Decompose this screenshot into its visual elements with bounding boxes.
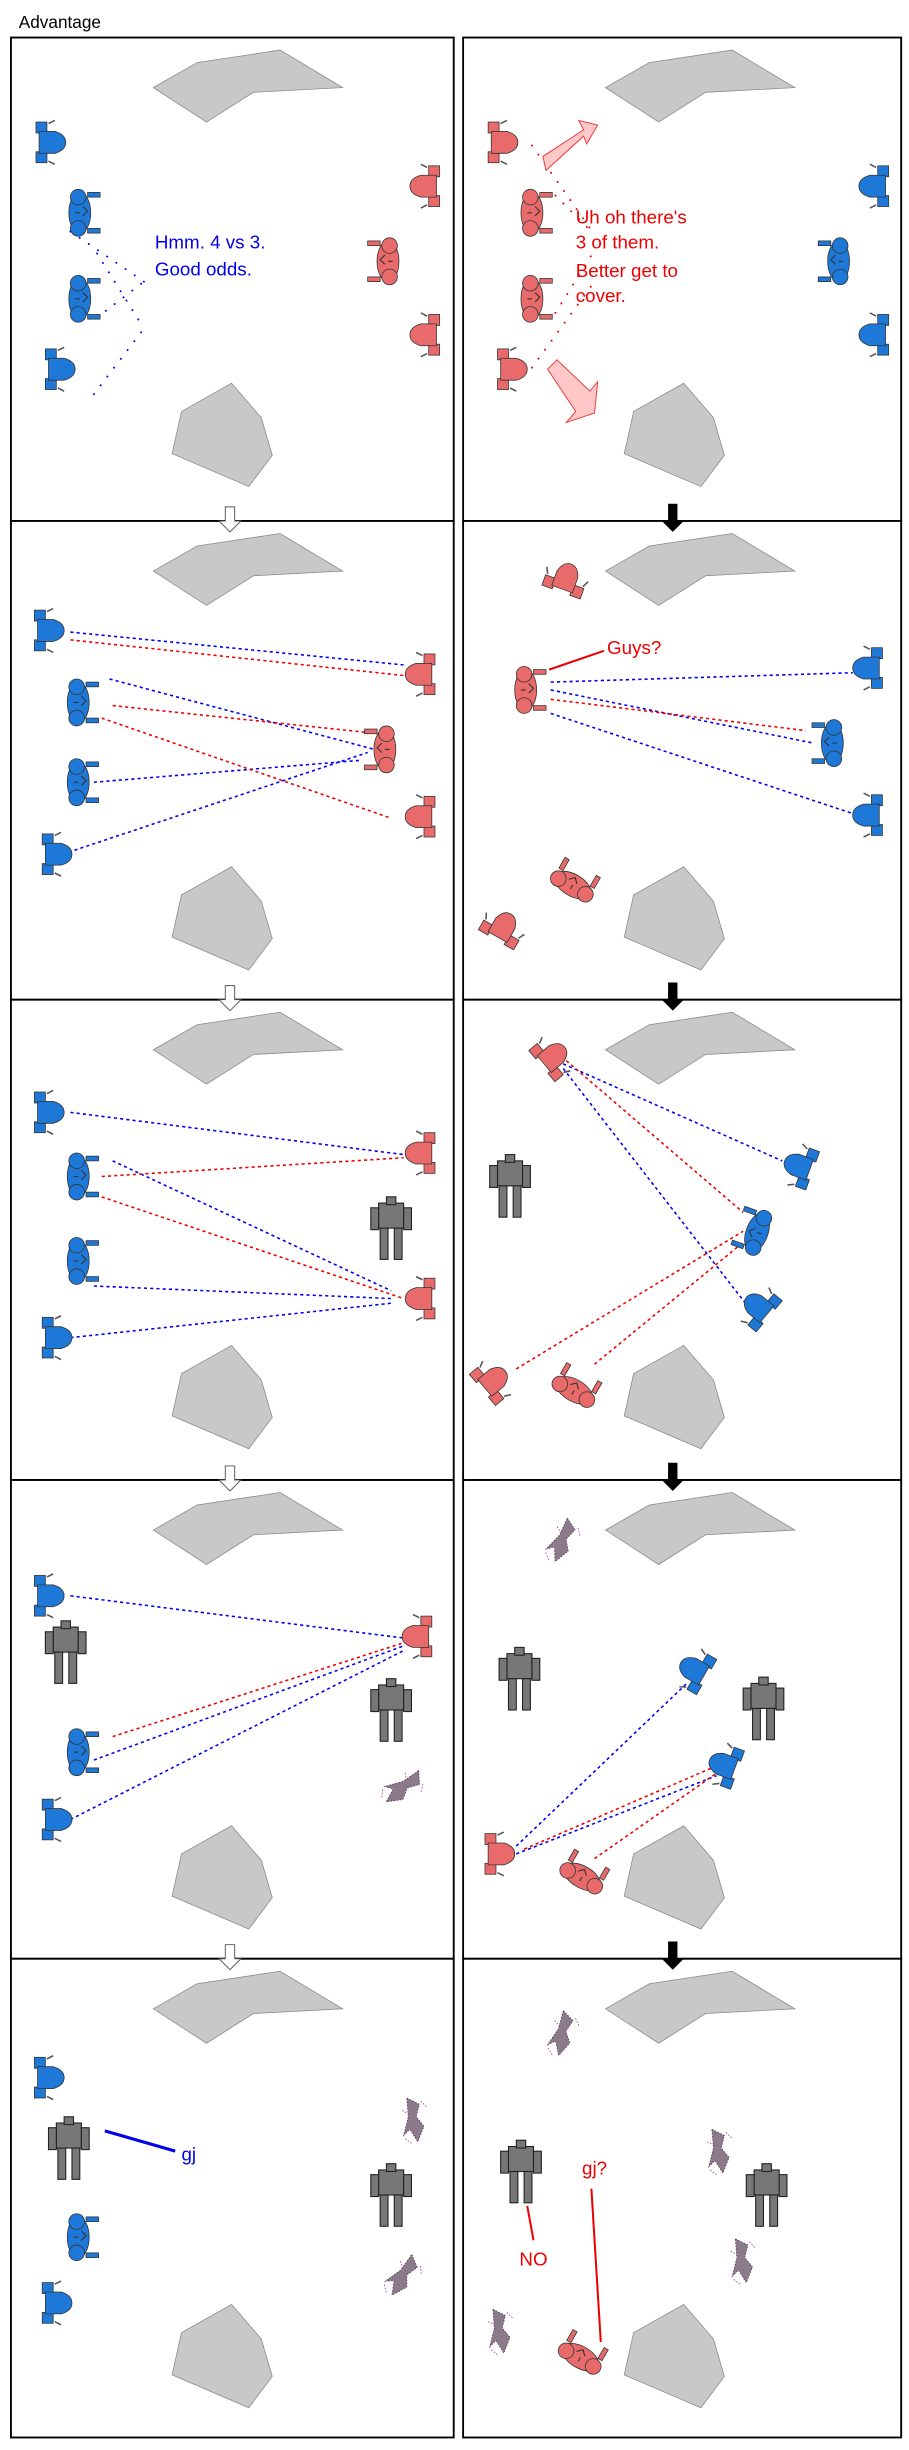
panel-3-right xyxy=(467,1029,821,1413)
blue-thought-line-1: Hmm. 4 vs 3. xyxy=(155,232,266,253)
next-arrows-left xyxy=(217,506,243,1971)
panel-4-left xyxy=(33,1573,433,1843)
panel-1-left: Hmm. 4 vs 3. Good odds. xyxy=(35,119,441,396)
panel-2-left xyxy=(33,607,436,877)
move-arrow-down xyxy=(546,359,599,424)
red-speech-gj: gj? xyxy=(582,2158,607,2179)
panel-1-right: Uh oh there's 3 of them. Better get to c… xyxy=(487,119,890,424)
panel-5-right: gj? NO xyxy=(487,2008,788,2380)
panel-2-right: Guys? xyxy=(476,555,884,952)
red-thought-line-1: Uh oh there's xyxy=(576,207,687,228)
red-speech-guys: Guys? xyxy=(607,637,661,658)
blue-thought-line-2: Good odds. xyxy=(155,258,252,279)
red-thought-line-3: Better get to xyxy=(576,260,678,281)
next-arrows-right xyxy=(661,503,684,1970)
red-thought-line-2: 3 of them. xyxy=(576,232,659,253)
blue-speech-gj: gj xyxy=(181,2144,196,2165)
red-thought-line-4: cover. xyxy=(576,285,626,306)
comic-title: Advantage xyxy=(19,12,101,32)
panel-4-right xyxy=(484,1515,785,1899)
robot-speech-no: NO xyxy=(519,2248,547,2269)
panel-3-left xyxy=(33,1089,436,1361)
panel-5-left: gj xyxy=(33,2054,428,2326)
panel-grid xyxy=(10,36,903,2439)
move-arrow-up xyxy=(542,119,599,172)
